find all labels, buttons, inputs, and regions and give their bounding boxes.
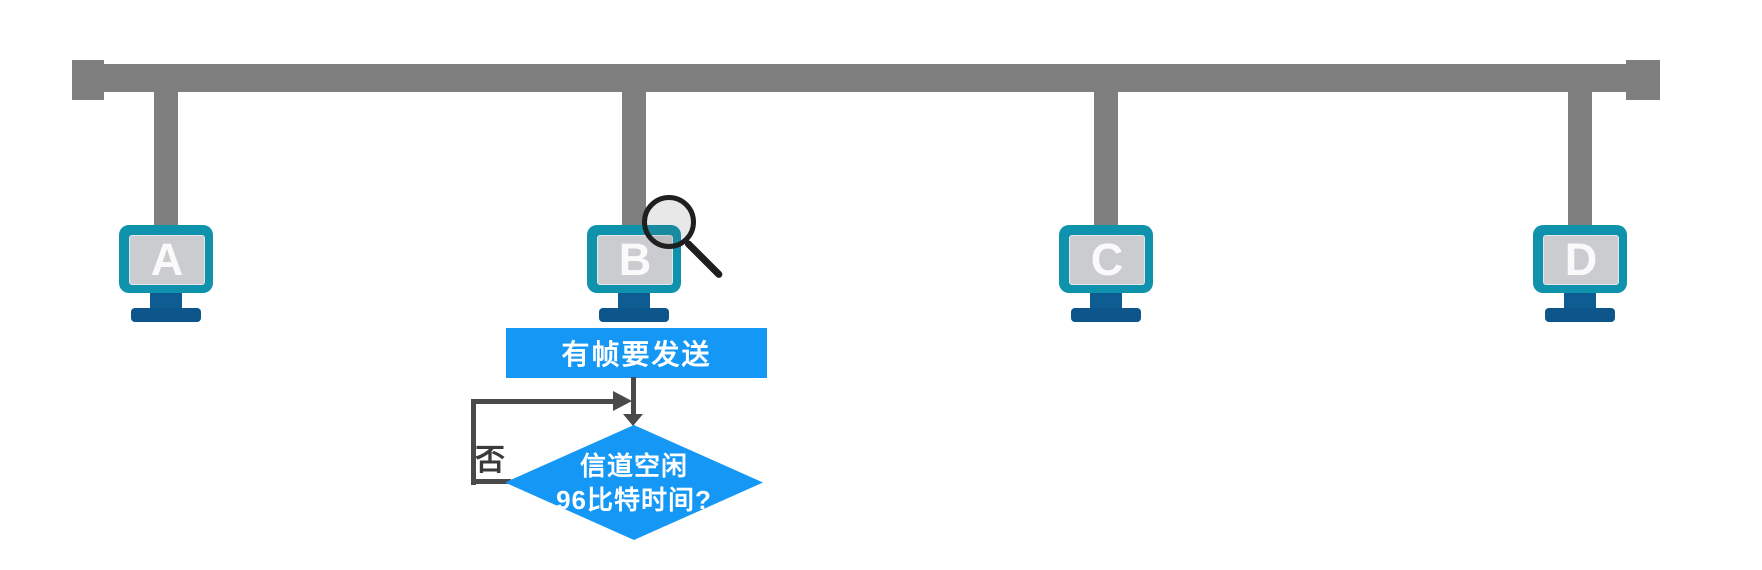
drop-cable-a [154,92,178,240]
arrowhead-right-icon [613,391,632,411]
monitor-stand-neck [618,293,650,310]
flowchart-decision-diamond: 信道空闲 96比特时间? [505,425,763,540]
monitor-stand-neck [150,293,182,310]
branch-no-label: 否 [475,444,505,477]
monitor-icon: D [1533,225,1627,293]
computer-a: A [106,92,226,324]
bus-terminator-right [1626,60,1660,100]
computer-b-label: B [618,233,652,285]
loopback-bottom-line [471,479,511,484]
monitor-stand-base [1071,308,1141,322]
monitor-stand-base [599,308,669,322]
drop-cable-c [1094,92,1118,240]
monitor-screen: A [129,235,205,285]
monitor-stand-neck [1564,293,1596,310]
monitor-screen: D [1543,235,1619,285]
computer-d: D [1520,92,1640,324]
bus-cable [88,64,1632,92]
loopback-top-line [471,399,614,404]
bus-terminator-left [72,60,104,100]
computer-c-label: C [1090,233,1124,285]
monitor-icon: A [119,225,213,293]
monitor-screen: C [1069,235,1145,285]
flowchart-process-box: 有帧要发送 [506,328,767,378]
monitor-stand-base [131,308,201,322]
drop-cable-d [1568,92,1592,240]
computer-a-label: A [150,233,184,285]
monitor-stand-neck [1090,293,1122,310]
computer-d-label: D [1564,233,1598,285]
monitor-stand-base [1545,308,1615,322]
process-label: 有帧要发送 [561,339,712,370]
computer-c: C [1046,92,1166,324]
connector-rect-to-diamond [631,377,636,415]
decision-label-line2: 96比特时间? [556,484,712,515]
decision-label-line1: 信道空闲 [579,450,688,481]
arrowhead-down-icon [623,414,643,426]
monitor-icon: C [1059,225,1153,293]
loopback-vertical-line [471,399,476,485]
